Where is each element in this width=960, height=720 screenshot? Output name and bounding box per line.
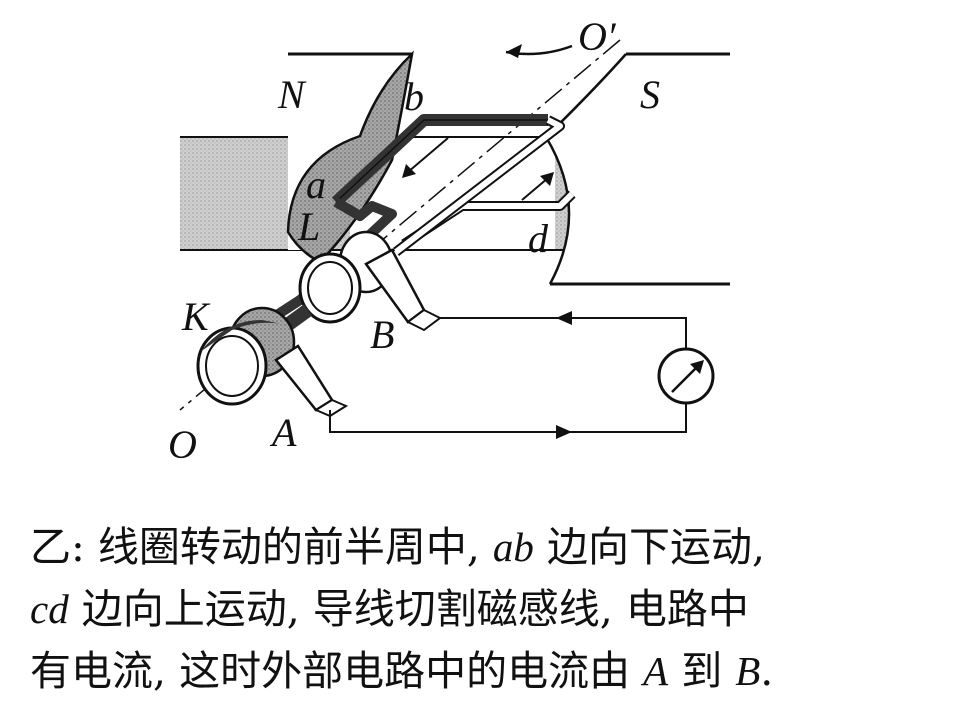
rotation-axis xyxy=(179,39,621,411)
caption-line-2: cd 边向上运动, 导线切割磁感线, 电路中 xyxy=(30,578,930,640)
coil-side-ab-outline xyxy=(335,119,548,203)
caption-line-1-part-3: 边向下运动, xyxy=(533,523,765,571)
figure-caption: 乙: 线圈转动的前半周中, ab 边向下运动, cd 边向上运动, 导线切割磁感… xyxy=(30,516,930,702)
caption-line-1-part-2: ab xyxy=(492,524,534,570)
ac-generator-diagram: N S O′ b a L d K B A O xyxy=(168,14,730,467)
label-A: A xyxy=(269,410,297,455)
circuit-wire-top xyxy=(440,317,687,350)
caption-line-3-part-1: 有电流, 这时外部电路中的电流由 xyxy=(30,647,644,695)
brush-A-tip xyxy=(313,398,349,418)
caption-line-2-part-1: cd xyxy=(30,586,69,632)
caption-line-3: 有电流, 这时外部电路中的电流由 A 到 B. xyxy=(30,640,930,702)
label-d: d xyxy=(528,216,549,261)
caption-line-3-part-5: . xyxy=(760,647,774,695)
slip-ring-L xyxy=(298,252,362,324)
slip-ring-L-inner xyxy=(307,261,353,315)
ab-motion-arrow xyxy=(407,137,449,173)
galvanometer xyxy=(657,347,715,405)
current-arrow-bottom xyxy=(556,425,572,439)
brush-A xyxy=(274,344,334,412)
label-B: B xyxy=(370,312,394,357)
circuit-wire-bottom xyxy=(329,402,687,433)
galvanometer-needle-head xyxy=(690,360,704,374)
caption-line-3-part-2: A xyxy=(643,648,669,694)
coil-top-cd-inner xyxy=(394,117,563,255)
cd-motion-arrow xyxy=(521,177,549,201)
label-O: O xyxy=(168,422,197,467)
label-b: b xyxy=(404,74,424,119)
label-L: L xyxy=(297,204,320,249)
slip-ring-K xyxy=(196,326,268,406)
south-pole xyxy=(546,54,730,284)
caption-line-3-part-4: B xyxy=(735,648,761,694)
slip-ring-K-inner xyxy=(205,335,259,397)
coil-lead-a xyxy=(257,197,397,331)
label-N: N xyxy=(277,72,307,117)
slip-ring-K-band xyxy=(200,320,292,352)
caption-line-1-part-1: 乙: 线圈转动的前半周中, xyxy=(30,523,493,571)
current-arrow-top xyxy=(556,311,572,325)
rotation-arrowhead xyxy=(506,44,522,58)
caption-line-2-part-2: 边向上运动, 导线切割磁感线, 电路中 xyxy=(68,585,749,633)
label-a: a xyxy=(306,162,326,207)
label-S: S xyxy=(640,72,660,117)
label-K: K xyxy=(181,294,211,339)
caption-line-3-part-3: 到 xyxy=(668,647,736,695)
ab-motion-arrowhead xyxy=(402,164,416,178)
label-O-prime: O′ xyxy=(578,14,617,59)
caption-line-1: 乙: 线圈转动的前半周中, ab 边向下运动, xyxy=(30,516,930,578)
cd-motion-arrowhead xyxy=(540,172,554,186)
